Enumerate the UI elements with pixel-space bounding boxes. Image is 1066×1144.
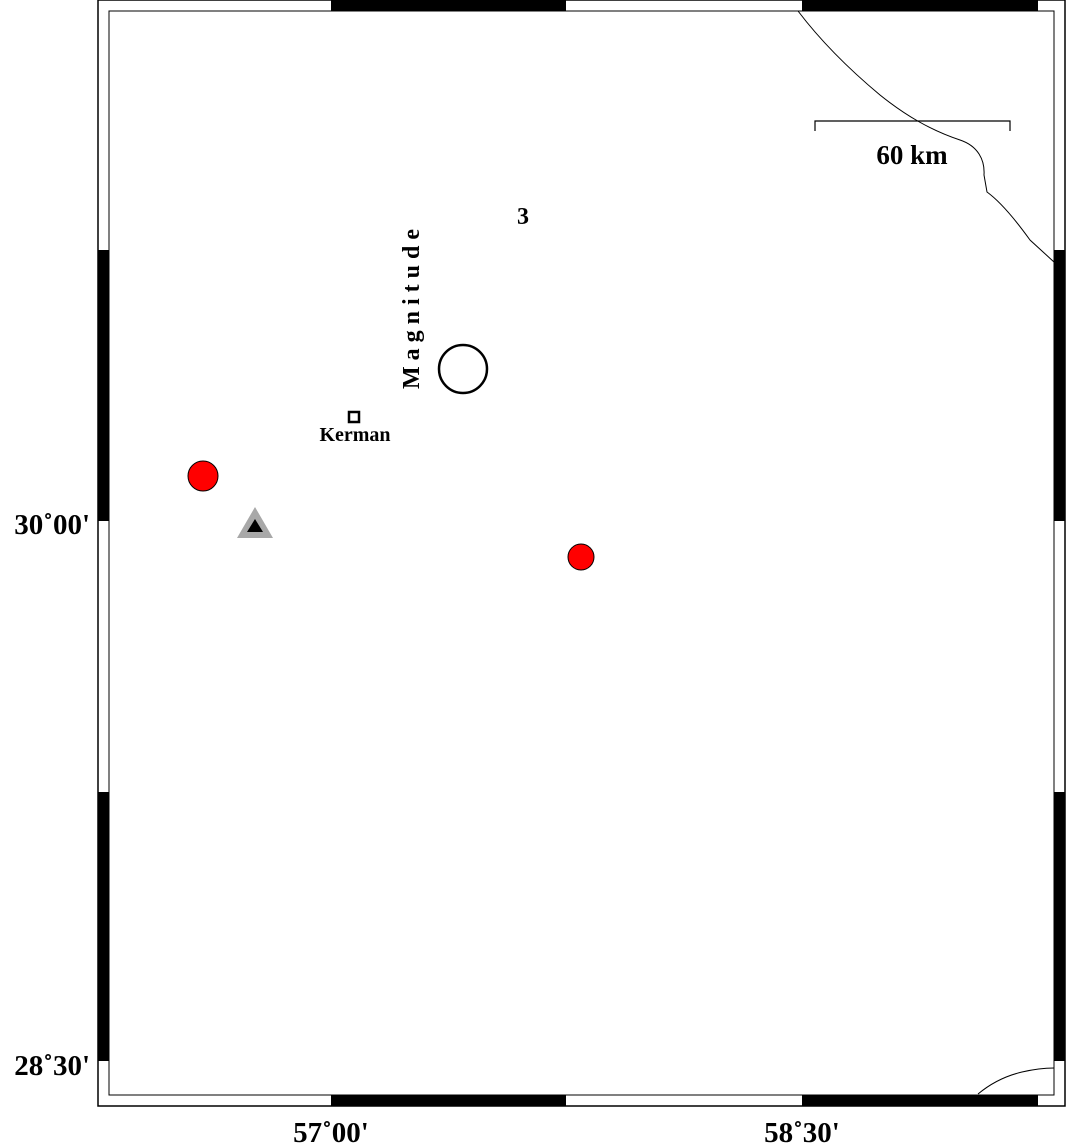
lat-label-30-00: 30˚00' (14, 509, 90, 541)
axis-labels: 30˚00' 28˚30' 57˚00' 58˚30' (14, 509, 840, 1144)
lon-label-58-30: 58˚30' (764, 1117, 840, 1144)
legend-magnitude-value: 3 (517, 204, 529, 230)
seismic-station[interactable] (237, 507, 273, 538)
legend-magnitude-circle (437, 343, 489, 395)
city-label: Kerman (319, 424, 390, 446)
coastline-north (797, 10, 1055, 263)
scale-bar: 60 km (814, 120, 1011, 170)
legend-title: Magnitude (399, 223, 425, 389)
scale-bar-label: 60 km (876, 140, 948, 170)
city-kerman: Kerman (319, 410, 391, 446)
lat-label-28-30: 28˚30' (14, 1050, 90, 1082)
coastline-south (977, 1067, 1055, 1095)
earthquake-event-marker[interactable] (567, 543, 595, 571)
city-square-icon (347, 410, 361, 424)
station-triangle-icon (247, 519, 263, 532)
lon-label-57-00: 57˚00' (293, 1117, 369, 1144)
earthquake-event-marker[interactable] (187, 460, 219, 492)
magnitude-legend: Magnitude 3 (399, 204, 529, 395)
